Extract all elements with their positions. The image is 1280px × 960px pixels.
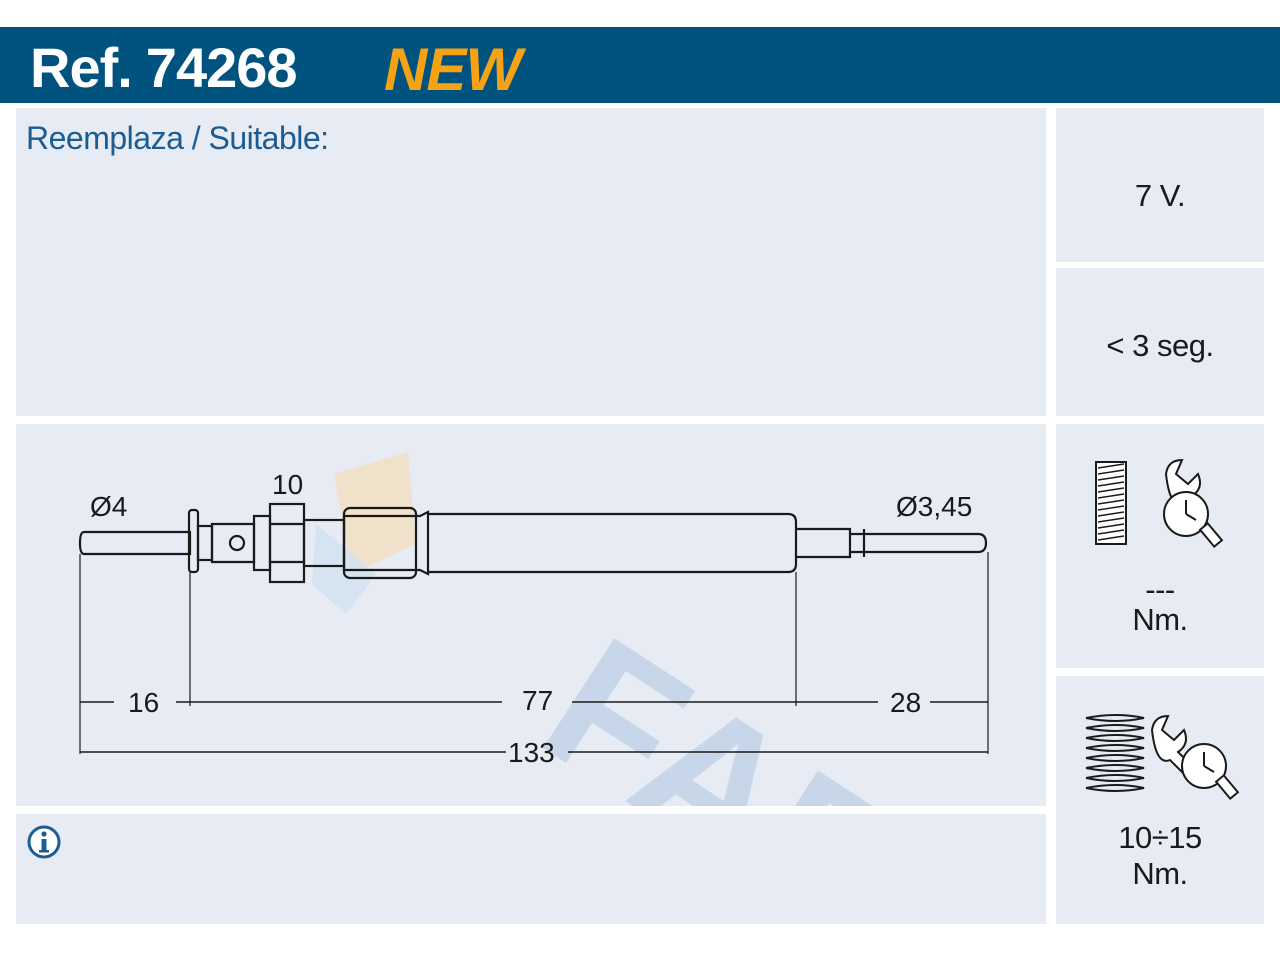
- glow-plug-body-icon: [1095, 461, 1127, 545]
- time-panel: < 3 seg.: [1056, 268, 1264, 416]
- extension-lines: [79, 552, 989, 754]
- reference: Ref.74268: [30, 35, 298, 100]
- torque-thread-panel: 10÷15 Nm.: [1056, 676, 1264, 924]
- voltage-panel: 7 V.: [1056, 108, 1264, 262]
- time-value: < 3 seg.: [1106, 328, 1214, 363]
- ref-number: 74268: [145, 36, 298, 99]
- torque-body-value: ---: [1145, 572, 1175, 607]
- fae-watermark: FAE: [312, 452, 935, 960]
- hex-size-label: 10: [272, 469, 303, 500]
- dimension-lines: [80, 701, 988, 753]
- length-a-label: 16: [128, 687, 159, 718]
- ref-label: Ref.: [30, 36, 133, 99]
- torque-wrench-icon: [1163, 458, 1224, 549]
- info-icon: [27, 825, 61, 859]
- suitable-label: Reemplaza / Suitable:: [26, 120, 329, 156]
- total-length-label: 133: [508, 737, 555, 768]
- suitable-panel: Reemplaza / Suitable:: [16, 108, 1046, 416]
- glow-plug-outline: [78, 502, 988, 584]
- thread-icon: [1085, 714, 1145, 792]
- tip-diameter-label: Ø4: [90, 491, 127, 522]
- drawing-panel: FAE: [16, 424, 1046, 960]
- torque-body-panel: --- Nm.: [1056, 424, 1264, 668]
- voltage-value: 7 V.: [1134, 178, 1186, 213]
- header-bar: Ref.74268 NEW: [0, 27, 1280, 103]
- glow-plug-drawing: FAE: [78, 452, 989, 960]
- torque-wrench-icon: [1150, 714, 1240, 801]
- length-b-label: 77: [522, 685, 553, 716]
- length-c-label: 28: [890, 687, 921, 718]
- torque-body-unit: Nm.: [1132, 602, 1188, 637]
- end-diameter-label: Ø3,45: [896, 491, 972, 522]
- info-panel: [16, 814, 1046, 924]
- new-badge: NEW: [384, 36, 522, 103]
- torque-thread-value: 10÷15: [1118, 820, 1202, 855]
- torque-thread-unit: Nm.: [1132, 856, 1188, 891]
